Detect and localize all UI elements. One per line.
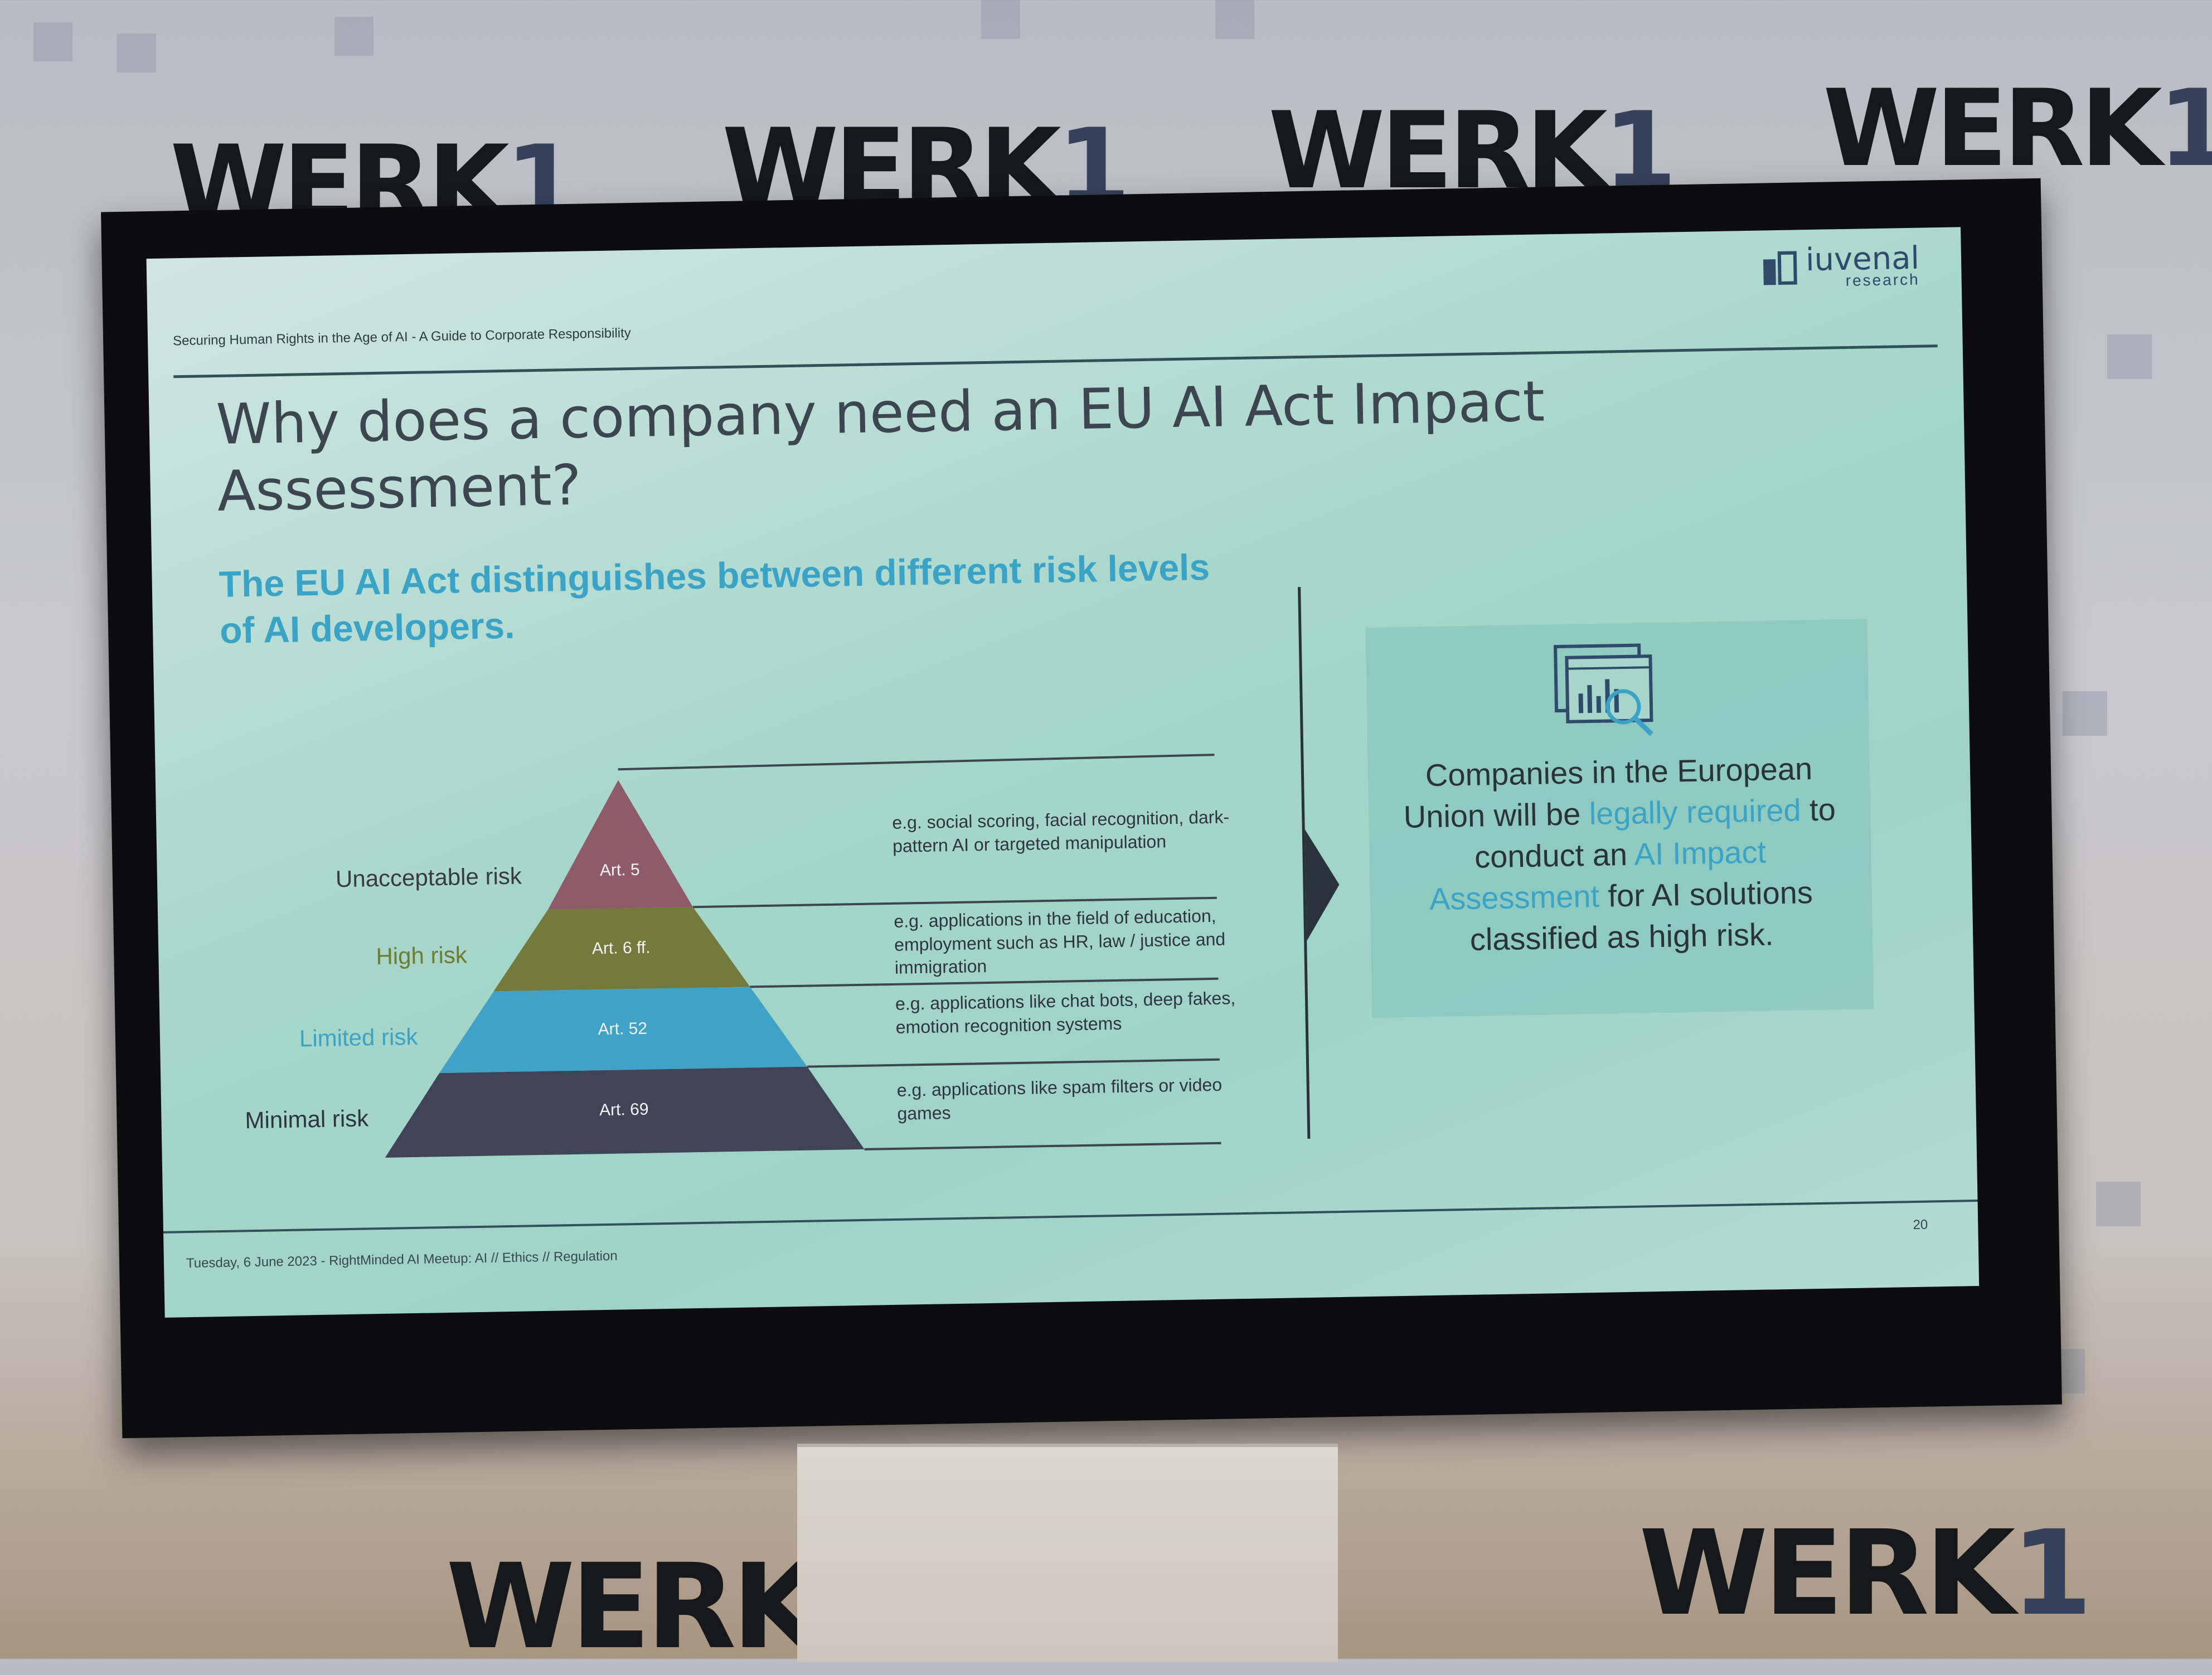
werk-logo: WERK1 bbox=[1823, 67, 2212, 190]
logo-text: iuvenal research bbox=[1805, 240, 1920, 290]
risk-label-high: High risk bbox=[376, 941, 468, 970]
risk-pyramid: Unacceptable risk High risk Limited risk… bbox=[222, 754, 1289, 1200]
data-analysis-icon bbox=[1554, 643, 1653, 736]
backdrop-square bbox=[33, 22, 72, 61]
article-label: Art. 52 bbox=[598, 1019, 648, 1039]
example-text-limited: e.g. applications like chat bots, deep f… bbox=[895, 988, 1236, 1037]
header-title: Securing Human Rights in the Age of AI -… bbox=[172, 325, 632, 349]
article-label: Art. 6 ff. bbox=[591, 938, 651, 958]
page-number: 20 bbox=[1913, 1217, 1928, 1233]
pyramid-graphic bbox=[385, 780, 865, 1158]
brand-text: WERK bbox=[446, 1538, 823, 1675]
backdrop-square bbox=[2063, 691, 2107, 736]
backdrop-square bbox=[2096, 1182, 2141, 1226]
risk-label-unacceptable: Unacceptable risk bbox=[335, 862, 522, 892]
pyramid-tier-minimal bbox=[385, 1066, 865, 1158]
backdrop-square bbox=[117, 33, 156, 72]
brand-text: WERK bbox=[1823, 67, 2162, 190]
slide-subheading: The EU AI Act distinguishes between diff… bbox=[219, 546, 1210, 651]
article-label: Art. 69 bbox=[599, 1100, 649, 1120]
risk-label-minimal: Minimal risk bbox=[245, 1105, 369, 1134]
footer-divider bbox=[163, 1200, 1978, 1234]
risk-label-limited: Limited risk bbox=[299, 1023, 418, 1052]
example-text-minimal: e.g. applications like spam filters or v… bbox=[896, 1074, 1223, 1124]
callout-highlight-legally-required: legally required bbox=[1589, 792, 1802, 832]
backdrop-square bbox=[1215, 0, 1254, 39]
callout-text: Companies in the European Union will be … bbox=[1390, 747, 1850, 962]
backdrop-square bbox=[2107, 334, 2152, 379]
pyramid-tier-high bbox=[493, 907, 750, 992]
backdrop-square bbox=[981, 0, 1020, 39]
backdrop-square bbox=[334, 17, 373, 56]
iuvenal-logo: iuvenal research bbox=[1763, 240, 1920, 290]
slide-footer: Tuesday, 6 June 2023 - RightMinded AI Me… bbox=[186, 1248, 618, 1271]
display-monitor: Securing Human Rights in the Age of AI -… bbox=[101, 178, 2062, 1439]
brand-numeral: 1 bbox=[2011, 1505, 2093, 1642]
werk-logo: WERK1 bbox=[1639, 1505, 2093, 1642]
arrow-icon bbox=[1304, 828, 1341, 941]
brand-text: WERK bbox=[1639, 1505, 2016, 1642]
article-label: Art. 5 bbox=[599, 860, 640, 880]
pyramid-tier-unacceptable bbox=[548, 780, 693, 910]
logo-name: iuvenal bbox=[1805, 240, 1920, 279]
slide-header: Securing Human Rights in the Age of AI -… bbox=[171, 227, 1938, 378]
slide-title: Why does a company need an EU AI Act Imp… bbox=[215, 368, 1545, 524]
pyramid-tier-limited bbox=[439, 987, 808, 1074]
presentation-slide: Securing Human Rights in the Age of AI -… bbox=[146, 227, 1980, 1318]
brand-numeral: 1 bbox=[2157, 67, 2212, 190]
lectern bbox=[797, 1444, 1338, 1662]
example-text-high: e.g. applications in the field of educat… bbox=[894, 905, 1226, 978]
logo-mark-icon bbox=[1763, 251, 1797, 285]
example-text-unacceptable: e.g. social scoring, facial recognition,… bbox=[892, 807, 1230, 856]
impact-assessment-callout: Companies in the European Union will be … bbox=[1365, 619, 1874, 1018]
